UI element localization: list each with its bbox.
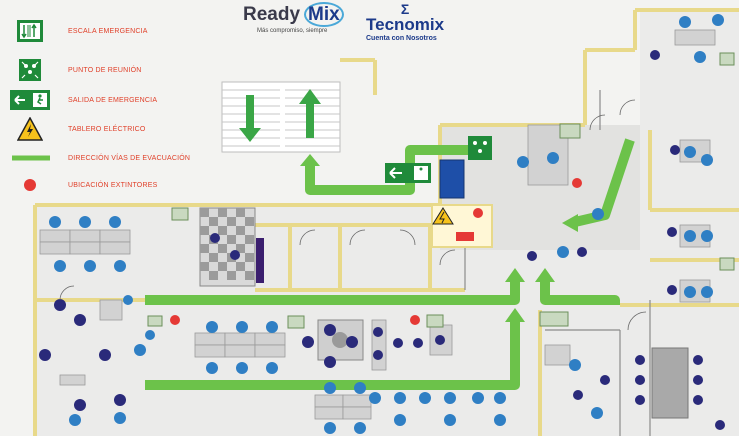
evac-route-upper [145,278,520,305]
legend-label-evac-arrow: DIRECCIÓN VÍAS DE EVACUACIÓN [68,154,191,162]
round-table-top [332,332,348,348]
electric-panel [431,204,493,248]
legend-row-extinguisher: UBICACIÓN EXTINTORES [10,174,157,196]
extinguisher [170,315,180,325]
extinguishers [170,178,582,325]
legend-label-meeting-point: PUNTO DE REUNIÓN [68,66,142,74]
electric-hazard-icon [10,117,50,141]
legend-row-exit: SALIDA DE EMERGENCIA [10,89,157,111]
emergency-exit-icon [10,90,50,110]
meeting-point-sign [468,136,492,160]
blue-sofa [439,159,465,199]
stairs-block [221,81,341,153]
legend-row-meeting-point: PUNTO DE REUNIÓN [10,59,141,81]
plant-boxes [147,52,735,329]
legend-label-electric: TABLERO ELÉCTRICO [68,125,146,133]
evac-route-east [540,278,620,305]
extinguisher [473,208,483,218]
meeting-point-icon [10,59,50,81]
thin-walls [464,90,651,436]
purple-chairs [39,50,725,430]
stairs-icon [10,20,50,42]
readymix-prefix: Ready [243,4,301,25]
blue-chairs [49,14,724,434]
exit-sign [385,163,431,183]
sigma-icon: Σ [400,1,410,17]
legend-row-electric: TABLERO ELÉCTRICO [10,117,146,141]
legend-label-exit: SALIDA DE EMERGENCIA [68,96,158,104]
readymix-tagline: Más compromiso, siempre [257,28,328,34]
evac-route-north [573,138,635,227]
legend-row-evac-arrow: DIRECCIÓN VÍAS DE EVACUACIÓN [10,147,190,169]
evac-route-lower [145,318,520,390]
tecnomix-name: Tecnomix [366,15,445,34]
evacuation-routes [145,138,635,390]
legend-row-stairs: ESCALA EMERGENCIA [10,20,148,42]
tecnomix-logo: Σ Tecnomix Cuenta con Nosotros [366,1,445,42]
green-arrow-icon [10,151,50,165]
door-swings [59,99,647,331]
extinguisher [572,178,582,188]
conference-table [651,347,689,419]
readymix-suffix: Mix [304,2,344,27]
extinguisher [410,315,420,325]
tecnomix-tagline: Cuenta con Nosotros [366,35,437,42]
evac-route-to-stairs [305,145,470,195]
legend-label-stairs: ESCALA EMERGENCIA [68,27,148,35]
legend-label-extinguisher: UBICACIÓN EXTINTORES [68,181,158,189]
kitchen-tiles [199,207,264,287]
red-dot-icon [10,178,50,192]
